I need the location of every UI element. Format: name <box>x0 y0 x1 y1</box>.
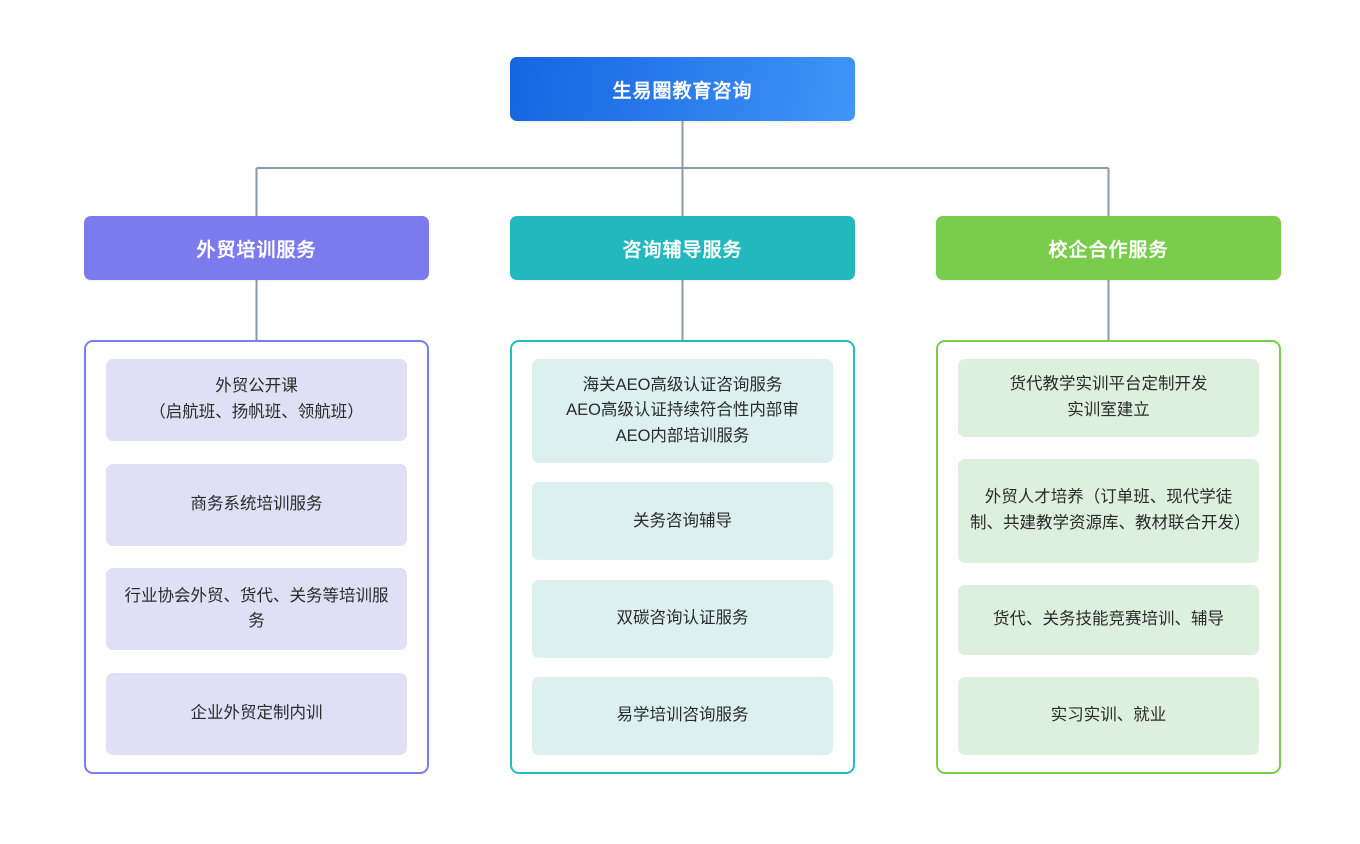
leaf-item[interactable]: 企业外贸定制内训 <box>106 672 407 755</box>
leaf-item[interactable]: 双碳咨询认证服务 <box>532 579 833 658</box>
branch-container-school-enterprise: 货代教学实训平台定制开发 实训室建立 外贸人才培养（订单班、现代学徒制、共建教学… <box>936 340 1281 774</box>
branch-header-training[interactable]: 外贸培训服务 <box>84 216 429 280</box>
branch-header-school-enterprise[interactable]: 校企合作服务 <box>936 216 1281 280</box>
root-node[interactable]: 生易圈教育咨询 <box>510 57 855 121</box>
leaf-item[interactable]: 关务咨询辅导 <box>532 482 833 561</box>
leaf-item[interactable]: 易学培训咨询服务 <box>532 676 833 755</box>
leaf-item[interactable]: 商务系统培训服务 <box>106 463 407 546</box>
leaf-item[interactable]: 货代教学实训平台定制开发 实训室建立 <box>958 359 1259 437</box>
leaf-item[interactable]: 外贸人才培养（订单班、现代学徒制、共建教学资源库、教材联合开发） <box>958 459 1259 563</box>
branch-container-training: 外贸公开课 （启航班、扬帆班、领航班） 商务系统培训服务 行业协会外贸、货代、关… <box>84 340 429 774</box>
leaf-item[interactable]: 行业协会外贸、货代、关务等培训服务 <box>106 568 407 651</box>
leaf-item[interactable]: 货代、关务技能竞赛培训、辅导 <box>958 585 1259 655</box>
branch-container-consulting: 海关AEO高级认证咨询服务 AEO高级认证持续符合性内部审 AEO内部培训服务 … <box>510 340 855 774</box>
branch-header-consulting[interactable]: 咨询辅导服务 <box>510 216 855 280</box>
leaf-item[interactable]: 外贸公开课 （启航班、扬帆班、领航班） <box>106 359 407 441</box>
leaf-item[interactable]: 海关AEO高级认证咨询服务 AEO高级认证持续符合性内部审 AEO内部培训服务 <box>532 359 833 463</box>
leaf-item[interactable]: 实习实训、就业 <box>958 677 1259 755</box>
